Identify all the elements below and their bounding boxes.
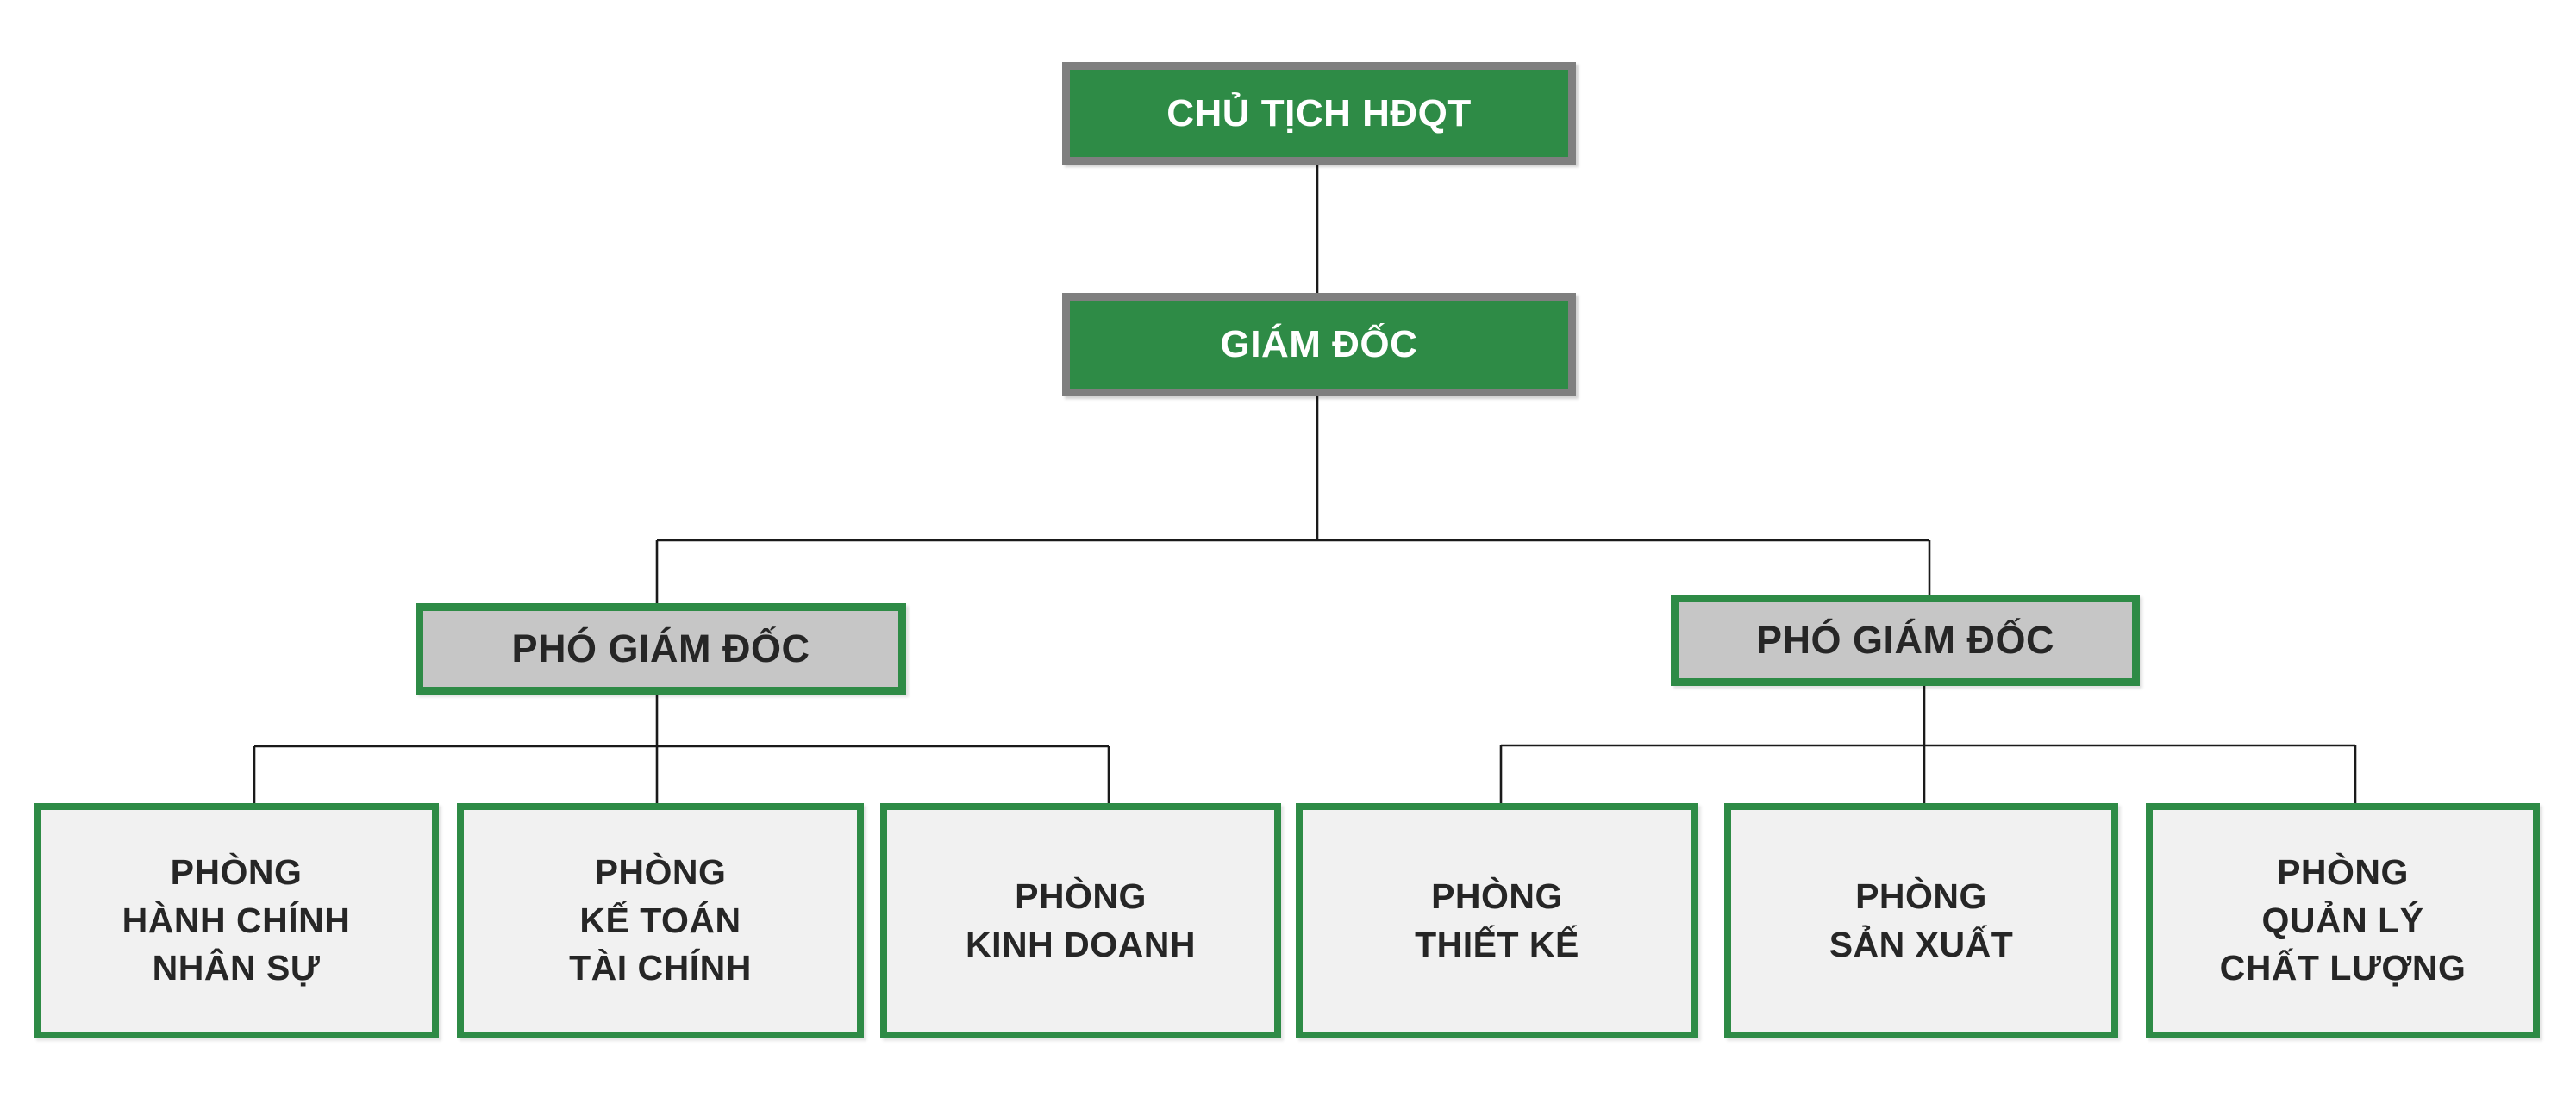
- org-node-dept-admin-hr-line3: NHÂN SỰ: [152, 948, 321, 988]
- org-node-dept-sales-line1: PHÒNG: [1015, 876, 1147, 917]
- org-node-dept-design-line1: PHÒNG: [1431, 876, 1563, 917]
- org-node-dept-accounting-finance: PHÒNG KẾ TOÁN TÀI CHÍNH: [457, 803, 864, 1038]
- org-node-dept-production-line1: PHÒNG: [1855, 876, 1987, 917]
- org-node-director-label: GIÁM ĐỐC: [1220, 323, 1418, 365]
- org-node-dept-quality-management-line1: PHÒNG: [2277, 852, 2409, 893]
- org-node-deputy-director-left: PHÓ GIÁM ĐỐC: [416, 603, 906, 695]
- org-node-dept-admin-hr-line1: PHÒNG: [170, 852, 303, 893]
- org-node-dept-accounting-finance-line3: TÀI CHÍNH: [569, 948, 752, 988]
- org-node-dept-quality-management-line2: QUẢN LÝ: [2261, 900, 2424, 940]
- org-node-deputy-left-label: PHÓ GIÁM ĐỐC: [511, 626, 810, 670]
- org-node-dept-quality-management: PHÒNG QUẢN LÝ CHẤT LƯỢNG: [2146, 803, 2540, 1038]
- org-node-dept-quality-management-line3: CHẤT LƯỢNG: [2219, 948, 2467, 988]
- org-node-director: GIÁM ĐỐC: [1062, 293, 1576, 396]
- org-node-dept-production: PHÒNG SẢN XUẤT: [1724, 803, 2118, 1038]
- org-node-chairman: CHỦ TỊCH HĐQT: [1062, 62, 1576, 165]
- org-node-dept-design: PHÒNG THIẾT KẾ: [1296, 803, 1698, 1038]
- org-node-dept-accounting-finance-line1: PHÒNG: [594, 852, 727, 893]
- org-node-dept-production-line2: SẢN XUẤT: [1829, 924, 2014, 964]
- org-node-dept-sales: PHÒNG KINH DOANH: [880, 803, 1281, 1038]
- org-node-deputy-director-right: PHÓ GIÁM ĐỐC: [1671, 595, 2140, 686]
- org-node-dept-admin-hr-line2: HÀNH CHÍNH: [122, 900, 351, 940]
- org-node-dept-accounting-finance-line2: KẾ TOÁN: [579, 900, 741, 940]
- org-node-dept-sales-line2: KINH DOANH: [966, 924, 1196, 964]
- org-node-dept-admin-hr: PHÒNG HÀNH CHÍNH NHÂN SỰ: [34, 803, 439, 1038]
- org-node-deputy-right-label: PHÓ GIÁM ĐỐC: [1755, 618, 2054, 662]
- org-node-dept-design-line2: THIẾT KẾ: [1415, 924, 1579, 964]
- org-node-chairman-label: CHỦ TỊCH HĐQT: [1166, 91, 1472, 134]
